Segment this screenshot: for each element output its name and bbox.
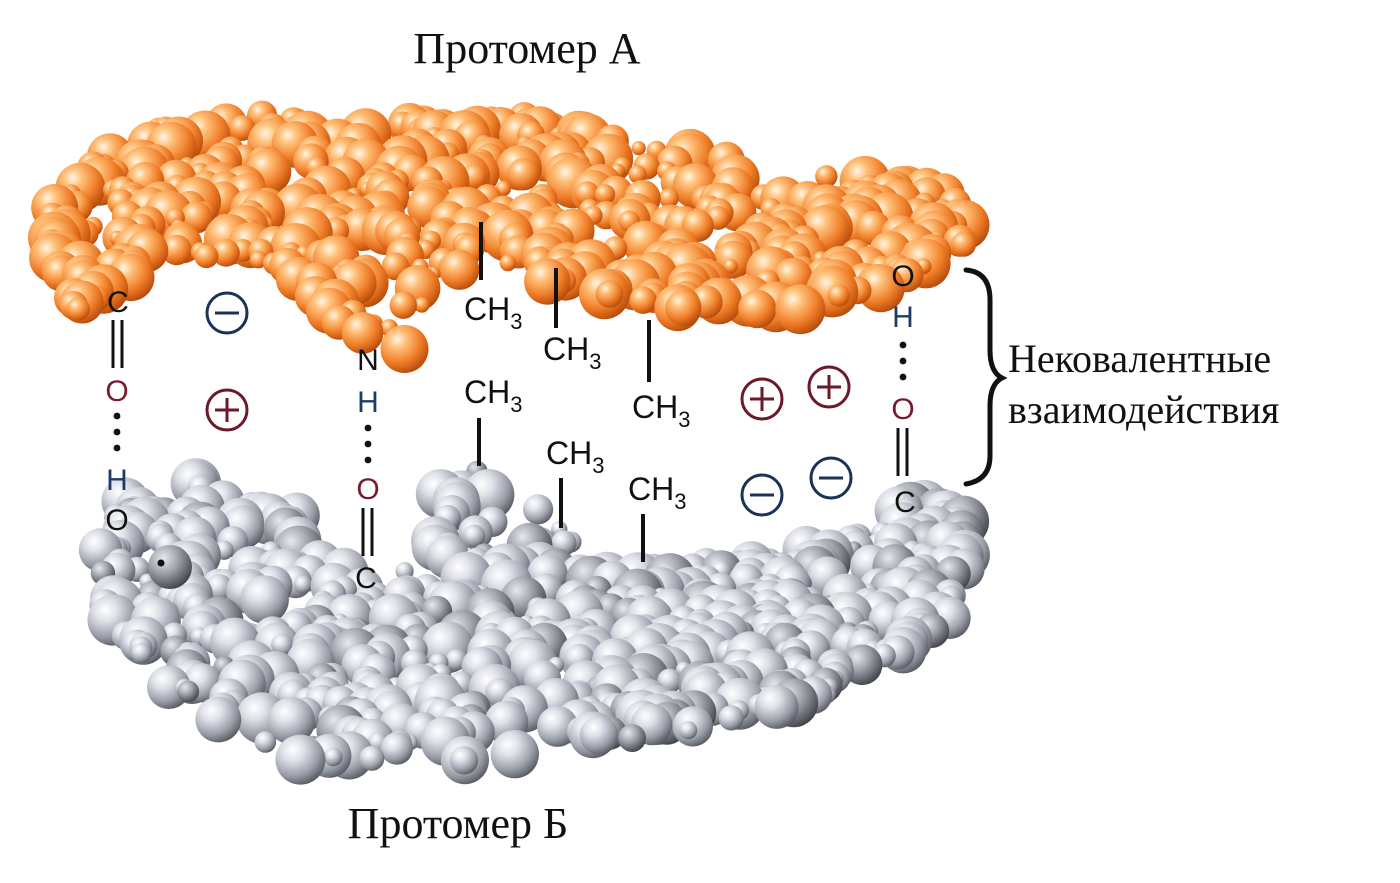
- atom-sphere: [177, 680, 200, 703]
- atom-sphere: [195, 696, 242, 743]
- atom-sphere: [323, 747, 343, 767]
- atom-sphere: [594, 184, 616, 205]
- atom-sphere: [380, 325, 429, 373]
- protomer-a-title: Протомер А: [413, 24, 640, 73]
- atom-sphere: [194, 244, 219, 269]
- atom-sphere: [212, 238, 240, 267]
- atom-sphere: [380, 732, 413, 765]
- negative-charge-icon: [205, 291, 249, 335]
- atom-nitrogen: N: [357, 344, 379, 377]
- atom-hydrogen: H: [892, 301, 914, 334]
- atom-sphere: [293, 575, 312, 594]
- atom-sphere: [595, 280, 624, 308]
- side-label-line2: взаимодействия: [1008, 387, 1279, 432]
- atom-sphere: [629, 286, 657, 314]
- atom-oxygen: O: [105, 504, 128, 537]
- atom-sphere: [665, 289, 702, 326]
- atom-sphere: [275, 734, 326, 785]
- atom-sphere: [579, 715, 619, 755]
- atom-sphere: [161, 234, 192, 266]
- positive-charge-icon: [205, 388, 249, 432]
- atom-oxygen: O: [356, 473, 379, 506]
- interaction-bracket: [963, 267, 1008, 487]
- hydrogen-bond-middle: N H O C: [355, 344, 380, 595]
- methyl-group: CH3: [632, 389, 690, 432]
- methyl-group: CH3: [546, 435, 604, 478]
- protomer-b-sphere-cluster: [78, 458, 990, 785]
- atom-sphere: [507, 158, 540, 191]
- atom-dot-marker: [157, 559, 165, 567]
- atom-sphere: [738, 289, 777, 329]
- atom-sphere: [341, 312, 384, 354]
- side-label-line1: Нековалентные: [1008, 336, 1271, 381]
- atom-carbon: C: [355, 562, 377, 595]
- atom-sphere: [389, 291, 417, 319]
- atom-sphere: [240, 575, 289, 624]
- atom-carbon: C: [894, 486, 916, 519]
- atom-sphere: [439, 249, 480, 290]
- protomer-a-sphere-cluster: [28, 100, 990, 373]
- atom-sphere: [131, 642, 152, 663]
- atom-sphere: [148, 545, 192, 589]
- protomer-b-title: Протомер Б: [348, 799, 569, 848]
- atom-sphere: [267, 697, 316, 745]
- atom-sphere: [524, 258, 571, 305]
- ionic-charges: [205, 291, 853, 517]
- atom-oxygen: O: [105, 375, 128, 408]
- atom-hydrogen: H: [106, 464, 128, 497]
- methyl-group: CH3: [464, 291, 522, 334]
- atom-sphere: [254, 731, 277, 753]
- atom-oxygen: O: [891, 260, 914, 293]
- atom-sphere: [462, 524, 486, 547]
- atom-sphere: [775, 284, 826, 335]
- atom-sphere: [499, 254, 517, 272]
- positive-charge-icon: [807, 365, 851, 409]
- atom-sphere: [490, 729, 539, 779]
- atom-sphere: [229, 115, 256, 141]
- atom-sphere: [723, 258, 738, 274]
- atom-sphere: [271, 633, 294, 657]
- atom-sphere: [950, 231, 977, 257]
- atom-carbon: C: [107, 286, 129, 319]
- negative-charge-icon: [740, 473, 784, 517]
- positive-charge-icon: [740, 377, 784, 421]
- hydrogen-bond-left: C O H O: [105, 286, 129, 537]
- atom-sphere: [856, 264, 905, 313]
- atom-sphere: [815, 165, 838, 188]
- atom-sphere: [449, 746, 479, 775]
- atom-sphere: [679, 721, 698, 740]
- atom-sphere: [359, 745, 385, 771]
- atom-sphere: [827, 284, 850, 307]
- methyl-groups-bottom: CH3 CH3 CH3: [464, 374, 686, 562]
- atom-sphere: [249, 251, 268, 269]
- atom-sphere: [659, 188, 679, 209]
- atom-sphere: [523, 494, 554, 525]
- methyl-group: CH3: [543, 331, 601, 374]
- atom-hydrogen: H: [357, 386, 379, 419]
- atom-sphere: [754, 684, 799, 729]
- hydrogen-bond-right: O H O C: [891, 260, 916, 519]
- methyl-groups-top: CH3 CH3 CH3: [464, 222, 690, 432]
- atom-sphere: [66, 297, 90, 321]
- methyl-group: CH3: [464, 374, 522, 417]
- atom-sphere: [414, 297, 430, 313]
- methyl-group: CH3: [628, 471, 686, 514]
- atom-oxygen: O: [891, 393, 914, 426]
- atom-sphere: [718, 705, 744, 731]
- atom-sphere: [618, 724, 646, 752]
- negative-charge-icon: [809, 456, 853, 500]
- atom-sphere: [631, 141, 646, 156]
- atom-sphere: [628, 165, 647, 184]
